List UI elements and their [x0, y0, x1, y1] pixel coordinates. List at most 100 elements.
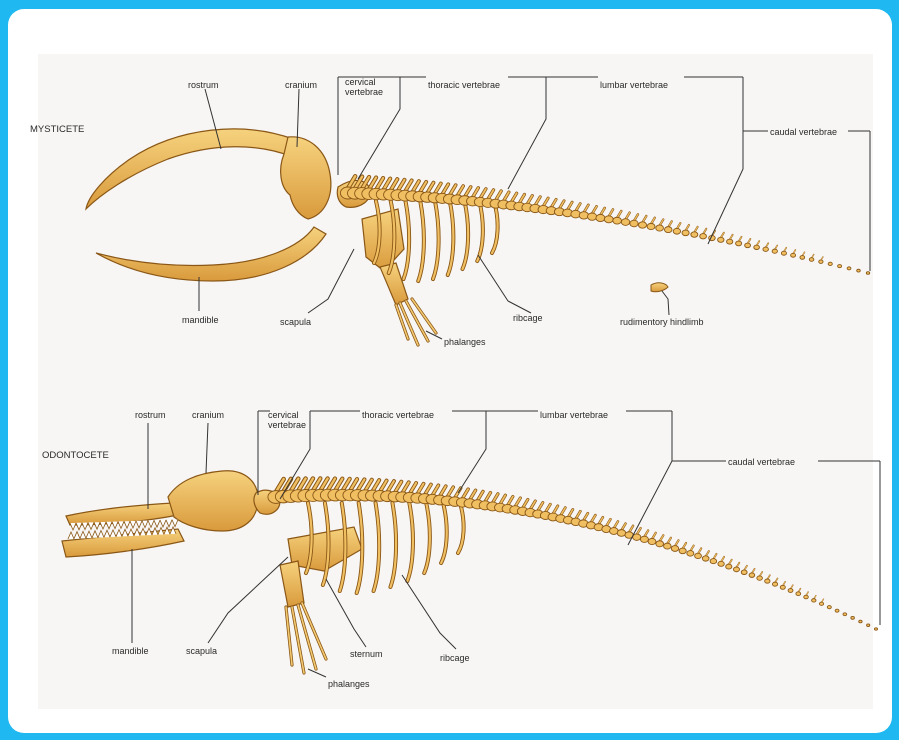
odontocete-tooth — [130, 521, 136, 528]
mysticete-rostrum-bone — [86, 129, 293, 209]
mysticete-vertebra — [736, 241, 742, 246]
odontocete-vertebra — [741, 570, 747, 575]
mysticete-vertebra — [763, 247, 768, 251]
odontocete-tooth — [80, 531, 86, 538]
mysticete-vertebra — [866, 272, 869, 275]
odontocete-vertebra — [664, 543, 672, 549]
odontocete-vertebra — [819, 602, 823, 605]
mysticete-label-caudal: caudal vertebrae — [770, 127, 837, 137]
odontocete-vertebra — [617, 530, 626, 537]
whale-skeleton-diagram: MYSTICETE rostrum cranium cervicalverteb… — [8, 9, 892, 733]
odontocete-flipper-arm — [280, 561, 304, 607]
mysticete-vertebra — [691, 232, 698, 238]
mysticete-label-mandible: mandible — [182, 315, 219, 325]
odontocete-vertebra — [804, 595, 809, 599]
odontocete-vertebra — [796, 592, 801, 596]
mysticete-label-thoracic: thoracic vertebrae — [428, 80, 500, 90]
odontocete-tooth — [106, 522, 112, 529]
mysticete-vertebra — [772, 249, 777, 253]
odontocete-vertebra — [702, 556, 709, 561]
odontocete-vertebra — [788, 589, 793, 593]
odontocete-vertebra — [874, 628, 877, 630]
mysticete-label-rostrum: rostrum — [188, 80, 219, 90]
odontocete-tooth — [70, 523, 76, 530]
odontocete-ribcage-bones — [306, 503, 464, 593]
mysticete-label-cranium: cranium — [285, 80, 317, 90]
odontocete-vertebra — [640, 536, 648, 542]
mysticete-mandible-bone — [96, 227, 326, 281]
odontocete-label-phalanges: phalanges — [328, 679, 370, 689]
mysticete-vertebra — [791, 253, 796, 257]
odontocete-tooth — [110, 530, 116, 537]
mysticete-vertebra — [700, 234, 707, 239]
mysticete-vertebra — [579, 212, 588, 219]
odontocete-vertebra — [765, 579, 770, 583]
odontocete-label-cranium: cranium — [192, 410, 224, 420]
odontocete-vertebra — [733, 567, 739, 572]
mysticete-vertebra — [647, 223, 655, 229]
odontocete-vertebra — [859, 620, 862, 623]
mysticete-vertebra — [682, 230, 689, 236]
odontocete-leader-lines — [132, 411, 880, 677]
odontocete-tooth — [82, 523, 88, 530]
odontocete-vertebra — [812, 599, 816, 602]
odontocete-tooth — [104, 530, 110, 537]
odontocete-tooth — [92, 531, 98, 538]
mysticete-flipper-arm — [380, 263, 408, 305]
odontocete-label-mandible: mandible — [112, 646, 149, 656]
odontocete-label-scapula: scapula — [186, 646, 217, 656]
odontocete-vertebra — [843, 613, 847, 616]
odontocete-vertebra — [633, 534, 641, 540]
odontocete-tooth — [128, 529, 134, 536]
odontocete-tooth — [136, 521, 142, 528]
odontocete-vertebra — [671, 546, 678, 552]
odontocete-vertebra — [648, 538, 656, 544]
odontocete-tooth — [68, 532, 74, 539]
odontocete-tooth — [86, 531, 92, 538]
odontocete-tooth — [142, 521, 148, 528]
mysticete-vertebra — [847, 267, 851, 270]
odontocete-tooth — [124, 521, 130, 528]
odontocete-vertebra — [656, 541, 664, 547]
mysticete-vertebra — [809, 258, 814, 262]
odontocete-vertebra — [827, 606, 831, 609]
mysticete-vertebra — [838, 265, 842, 268]
odontocete-vertebra — [851, 616, 855, 619]
odontocete-tooth — [76, 523, 82, 530]
odontocete-vertebra — [679, 548, 686, 554]
odontocete-vertebra — [772, 582, 777, 586]
mysticete-vertebra — [604, 216, 613, 223]
mysticete-title: MYSTICETE — [30, 124, 84, 135]
odontocete-tooth — [160, 520, 166, 527]
mysticete-vertebra — [800, 256, 805, 260]
odontocete-tooth — [74, 532, 80, 539]
mysticete-vertebra — [588, 213, 597, 220]
odontocete-vertebra — [780, 585, 785, 589]
mysticete-vertebra — [727, 239, 733, 244]
odontocete-label-rostrum: rostrum — [135, 410, 166, 420]
odontocete-tooth — [100, 522, 106, 529]
odontocete-tooth — [148, 520, 154, 527]
mysticete-vertebra — [745, 243, 751, 248]
odontocete-vertebra — [749, 573, 755, 577]
mysticete-vertebra — [596, 214, 605, 221]
odontocete-tooth — [94, 522, 100, 529]
mysticete-scapula-bone — [362, 209, 404, 271]
odontocete-tooth — [112, 522, 118, 529]
odontocete-vertebra — [718, 561, 724, 566]
mysticete-vertebra — [819, 260, 823, 263]
mysticete-vertebra — [718, 237, 724, 242]
mysticete-vertebra — [656, 225, 664, 231]
mysticete-vertebra — [613, 217, 622, 224]
mysticete-vertebra — [630, 220, 638, 227]
mysticete-vertebra — [638, 222, 646, 228]
mysticete-label-scapula: scapula — [280, 317, 311, 327]
odontocete-tooth — [172, 520, 178, 527]
odontocete-tooth — [88, 522, 94, 529]
odontocete-cranium-bone — [168, 471, 258, 531]
odontocete-label-lumbar: lumbar vertebrae — [540, 410, 608, 420]
odontocete-tooth — [116, 530, 122, 537]
odontocete-vertebra — [687, 551, 694, 557]
